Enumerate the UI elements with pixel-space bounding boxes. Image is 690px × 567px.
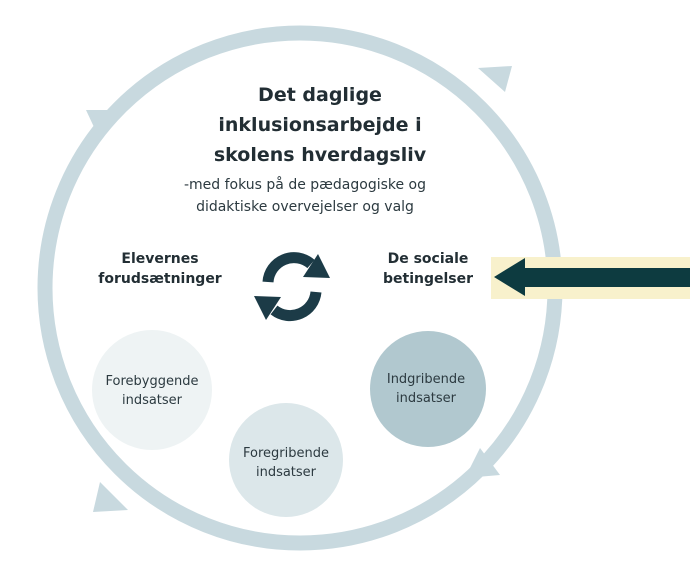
ring-arrowhead-top-left-icon xyxy=(86,110,120,140)
left-label-line: forudsætninger xyxy=(98,271,222,287)
circle-label-line: indsatser xyxy=(255,465,317,480)
left-label-line: Elevernes xyxy=(121,251,199,267)
ring-arrowhead-bottom-left-icon xyxy=(93,482,128,512)
foregribende-label: Foregribende indsatser xyxy=(226,444,346,482)
circle-label-line: indsatser xyxy=(395,391,457,406)
foregribende-circle xyxy=(229,403,343,517)
left-arrow-icon xyxy=(494,258,690,296)
forebyggende-circle xyxy=(92,330,212,450)
circle-label-line: Indgribende xyxy=(386,372,466,387)
circle-label-line: indsatser xyxy=(121,393,183,408)
subtitle-line: -med fokus på de pædagogiske og xyxy=(183,177,427,193)
ring-arrowhead-bottom-right-icon xyxy=(465,448,500,478)
cycle-arrowhead-icon xyxy=(303,254,330,278)
title-line: skolens hverdagsliv xyxy=(213,144,427,166)
right-label: De sociale betingelser xyxy=(358,249,498,289)
title-line: Det daglige xyxy=(258,84,382,106)
diagram-title: Det daglige inklusionsarbejde i skolens … xyxy=(180,80,460,170)
cycle-arrowhead-icon xyxy=(254,296,281,320)
forebyggende-label: Forebyggende indsatser xyxy=(92,372,212,410)
right-label-line: betingelser xyxy=(382,271,474,287)
circle-label-line: Forebyggende xyxy=(105,374,199,389)
circle-label-line: Foregribende xyxy=(243,446,329,461)
indgribende-circle xyxy=(370,331,486,447)
right-label-line: De sociale xyxy=(387,251,469,267)
refresh-cycle-icon xyxy=(262,252,322,322)
ring-arrowhead-top-right-icon xyxy=(478,66,512,92)
indgribende-label: Indgribende indsatser xyxy=(366,370,486,408)
left-label: Elevernes forudsætninger xyxy=(80,249,240,289)
diagram-subtitle: -med fokus på de pædagogiske og didaktis… xyxy=(130,174,480,218)
subtitle-line: didaktiske overvejelser og valg xyxy=(196,199,414,215)
title-line: inklusionsarbejde i xyxy=(218,114,422,136)
